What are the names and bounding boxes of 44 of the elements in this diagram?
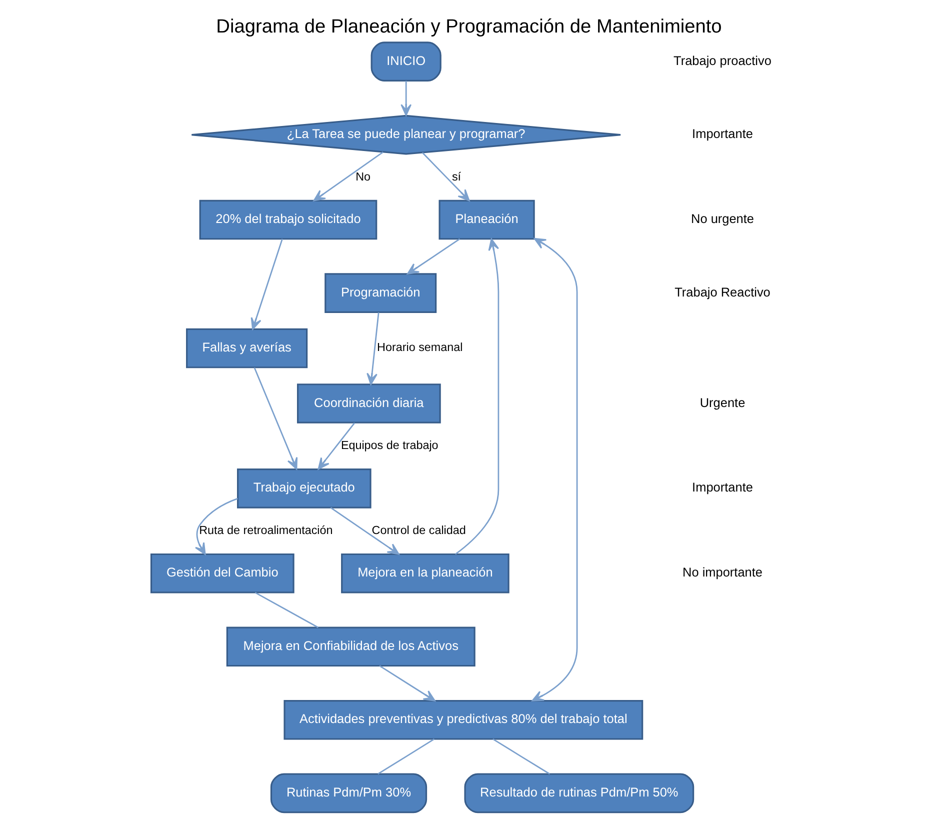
arrow bbox=[400, 80, 412, 116]
connector bbox=[377, 738, 434, 775]
node-box: Rutinas Pdm/Pm 30% bbox=[270, 773, 427, 814]
node-box: Mejora en Confiabilidad de los Activos bbox=[226, 626, 475, 667]
connector bbox=[492, 738, 550, 775]
label: No urgente bbox=[690, 211, 754, 226]
arrow bbox=[454, 238, 499, 555]
node-box: Coordinación diaria bbox=[296, 384, 440, 424]
edge-label: Ruta de retroalimentación bbox=[198, 524, 332, 537]
arrow bbox=[330, 507, 399, 555]
node-diamond: ¿La Tarea se puede planear y programar? bbox=[190, 114, 621, 155]
label: Urgente bbox=[699, 394, 745, 410]
arrow bbox=[253, 367, 298, 470]
arrow bbox=[312, 152, 383, 202]
node-box: Programación bbox=[324, 273, 436, 313]
edge-label: Control de calidad bbox=[371, 524, 466, 537]
node-box: Actividades preventivas y predictivas 80% del trabajo total bbox=[283, 700, 643, 740]
arrow bbox=[250, 238, 282, 330]
arrow bbox=[378, 665, 435, 702]
arrow bbox=[366, 312, 379, 385]
edge-label: Horario semanal bbox=[376, 341, 462, 354]
edge-label: No bbox=[355, 170, 370, 184]
arrow bbox=[317, 422, 355, 470]
node-box: Trabajo ejecutado bbox=[236, 468, 371, 508]
arrow bbox=[406, 238, 460, 275]
label: Trabajo proactivo bbox=[673, 52, 771, 68]
connector bbox=[254, 592, 318, 628]
node-box: Planeación bbox=[438, 200, 534, 240]
node-box: Fallas y averías bbox=[186, 328, 308, 368]
edge-label: Equipos de trabajo bbox=[340, 438, 438, 452]
label: Importante bbox=[692, 480, 752, 495]
arrow bbox=[194, 498, 238, 555]
diagram-title: Diagrama de Planeación y Programación de Mantenimiento bbox=[216, 16, 722, 38]
node-box: Mejora en la planeación bbox=[340, 553, 509, 594]
node-box: INICIO bbox=[370, 42, 441, 82]
node-box: Gestión del Cambio bbox=[150, 553, 294, 594]
label: No importante bbox=[682, 564, 762, 580]
node-box: 20% del trabajo solicitado bbox=[198, 200, 377, 240]
node-box: Resultado de rutinas Pdm/Pm 50% bbox=[464, 773, 694, 814]
label: Trabajo Reactivo bbox=[674, 284, 770, 300]
label: Importante bbox=[692, 126, 752, 142]
arrow bbox=[421, 152, 470, 202]
edge-label: sí bbox=[451, 170, 461, 184]
arrow bbox=[531, 238, 578, 702]
